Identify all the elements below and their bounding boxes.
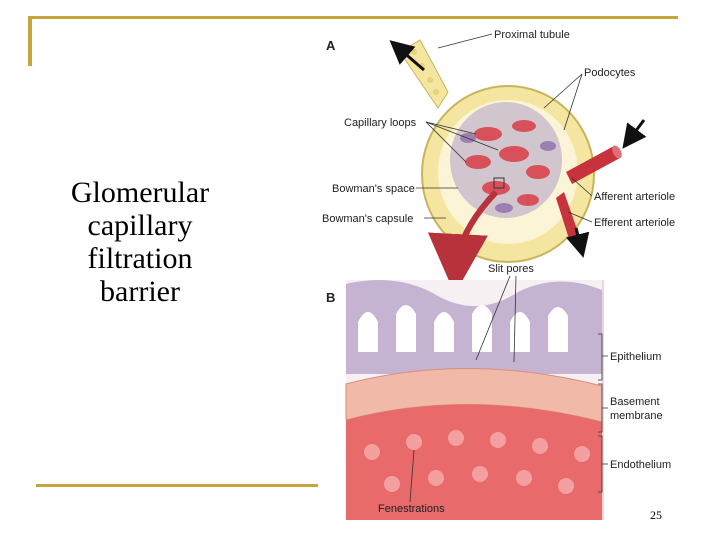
leader-afferent-arteriole	[571, 177, 593, 197]
decorative-vertical-bar	[28, 16, 32, 66]
panel-b-letter: B	[326, 290, 335, 305]
leader-podocytes	[543, 73, 583, 109]
glomerulus-illustration: A Proximal tubule	[318, 22, 688, 520]
slide-title: Glomerular capillary filtration barrier	[40, 176, 240, 308]
detail-box	[493, 177, 505, 189]
label-bowmans-space: Bowman's space	[332, 183, 415, 195]
efferent-flow-arrow	[565, 227, 590, 258]
bracket-endothelium	[598, 435, 608, 493]
slide-title-line: filtration	[87, 242, 193, 275]
label-capillary-loops: Capillary loops	[344, 117, 417, 129]
label-afferent-arteriole: Afferent arteriole	[594, 191, 675, 203]
leader-slit-pores	[513, 275, 517, 363]
slide-title-line: barrier	[100, 275, 180, 308]
afferent-flow-arrow	[622, 119, 647, 149]
bracket-basement-membrane	[598, 383, 608, 433]
label-efferent-arteriole: Efferent arteriole	[594, 217, 675, 229]
label-epithelium: Epithelium	[610, 351, 661, 363]
leader-podocytes	[563, 73, 583, 131]
panel-a-letter: A	[326, 38, 336, 53]
label-fenestrations: Fenestrations	[378, 503, 445, 515]
zoom-arrow	[427, 189, 499, 294]
filtration-barrier-cross-section	[345, 280, 604, 520]
slide-title-line: Glomerular	[70, 176, 210, 209]
label-basement-membrane: membrane	[610, 410, 663, 422]
leader-fenestrations	[409, 449, 415, 503]
leader-capillary-loops	[425, 121, 467, 163]
label-endothelium: Endothelium	[610, 459, 671, 471]
label-slit-pores: Slit pores	[488, 263, 534, 275]
tubule-flow-arrow	[389, 40, 425, 72]
bracket-epithelium	[598, 333, 608, 381]
capillary-tuft	[450, 102, 562, 218]
leader-efferent-arteriole	[567, 211, 593, 223]
label-proximal-tubule: Proximal tubule	[494, 29, 570, 41]
leader-proximal-tubule	[437, 33, 493, 49]
page-number: 25	[650, 508, 662, 522]
label-bowmans-capsule: Bowman's capsule	[322, 213, 413, 225]
label-basement-membrane: Basement	[610, 396, 660, 408]
decorative-bottom-rule	[36, 484, 326, 487]
slide-title-line: capillary	[87, 209, 193, 242]
leader-capillary-loops	[425, 121, 477, 135]
leader-capillary-loops	[425, 121, 499, 151]
leader-slit-pores	[475, 275, 511, 361]
label-podocytes: Podocytes	[584, 67, 636, 79]
decorative-top-rule	[28, 16, 678, 19]
arterioles	[556, 145, 622, 242]
